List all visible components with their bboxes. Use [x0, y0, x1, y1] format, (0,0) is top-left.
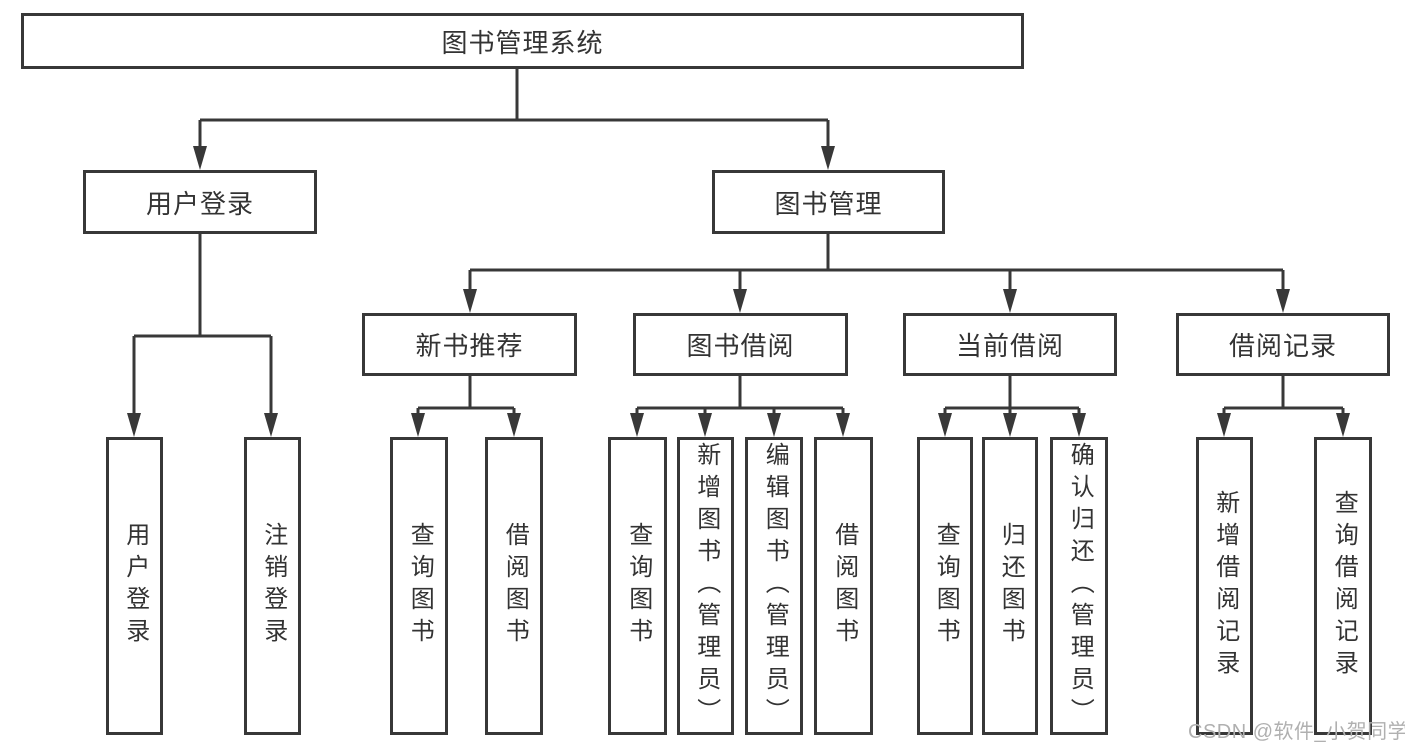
leaf-label: 查询图书 [932, 522, 960, 650]
leaf-edit-books-admin: 编辑图书（管理员） [745, 437, 803, 735]
arrowhead [821, 146, 835, 170]
arrowhead [938, 413, 952, 437]
leaf-borrow-books-2: 借阅图书 [814, 437, 873, 735]
arrowhead [463, 289, 477, 313]
watermark: CSDN @软件_小贺同学 [1188, 721, 1405, 743]
leaf-borrow-books-1: 借阅图书 [485, 437, 543, 735]
leaf-label: 新增借阅记录 [1211, 490, 1239, 682]
arrowhead [733, 289, 747, 313]
arrowhead [411, 413, 425, 437]
arrowhead [1072, 413, 1086, 437]
arrowhead [698, 413, 712, 437]
leaf-label: 归还图书 [997, 522, 1025, 650]
connector-book-borrow [635, 376, 845, 417]
node-new-book-recommend: 新书推荐 [362, 313, 577, 376]
leaf-add-borrow-record: 新增借阅记录 [1196, 437, 1253, 735]
node-label: 用户登录 [145, 188, 254, 219]
leaf-label: 用户登录 [121, 522, 149, 650]
connector-borrow-records [1222, 376, 1345, 417]
node-label: 当前借阅 [955, 331, 1064, 361]
arrowhead [264, 413, 278, 437]
node-label: 图书管理系统 [441, 27, 604, 58]
leaf-label: 查询图书 [406, 522, 434, 650]
leaf-label: 新增图书（管理员） [692, 442, 720, 730]
leaf-logout: 注销登录 [244, 437, 301, 735]
connector-book-mgmt [468, 233, 1285, 293]
node-borrow-records: 借阅记录 [1176, 313, 1390, 376]
connector-current-borrow [943, 376, 1081, 417]
leaf-label: 注销登录 [259, 522, 287, 650]
node-system-root: 图书管理系统 [21, 13, 1024, 69]
leaf-query-borrow-record: 查询借阅记录 [1314, 437, 1372, 735]
arrowhead [767, 413, 781, 437]
leaf-add-books-admin: 新增图书（管理员） [677, 437, 734, 735]
node-label: 图书借阅 [686, 331, 795, 361]
arrowhead [1276, 289, 1290, 313]
connector-root-to-level2 [198, 68, 830, 150]
leaf-label: 确认归还（管理员） [1066, 442, 1094, 730]
leaf-user-login: 用户登录 [106, 437, 163, 735]
node-user-login: 用户登录 [83, 170, 317, 234]
arrowhead [127, 413, 141, 437]
node-label: 新书推荐 [415, 331, 524, 361]
node-label: 图书管理 [774, 188, 883, 219]
leaf-return-books: 归还图书 [982, 437, 1038, 735]
arrowhead [630, 413, 644, 437]
leaf-query-books-3: 查询图书 [917, 437, 973, 735]
leaf-query-books-1: 查询图书 [390, 437, 448, 735]
arrowhead [507, 413, 521, 437]
arrowhead [1003, 413, 1017, 437]
leaf-label: 查询图书 [624, 522, 652, 650]
arrowhead [1003, 289, 1017, 313]
node-current-borrow: 当前借阅 [903, 313, 1117, 376]
leaf-label: 借阅图书 [830, 522, 858, 650]
connector-user-login [132, 233, 273, 417]
arrowhead [836, 413, 850, 437]
connector-new-book [416, 376, 516, 417]
leaf-label: 查询借阅记录 [1330, 490, 1358, 682]
node-label: 借阅记录 [1228, 331, 1337, 361]
arrowhead [193, 146, 207, 170]
leaf-query-books-2: 查询图书 [608, 437, 667, 735]
arrowhead [1217, 413, 1231, 437]
leaf-label: 编辑图书（管理员） [761, 442, 789, 730]
node-book-borrow: 图书借阅 [633, 313, 848, 376]
arrowhead [1336, 413, 1350, 437]
leaf-label: 借阅图书 [501, 522, 529, 650]
leaf-confirm-return-admin: 确认归还（管理员） [1050, 437, 1108, 735]
node-book-management: 图书管理 [712, 170, 945, 234]
